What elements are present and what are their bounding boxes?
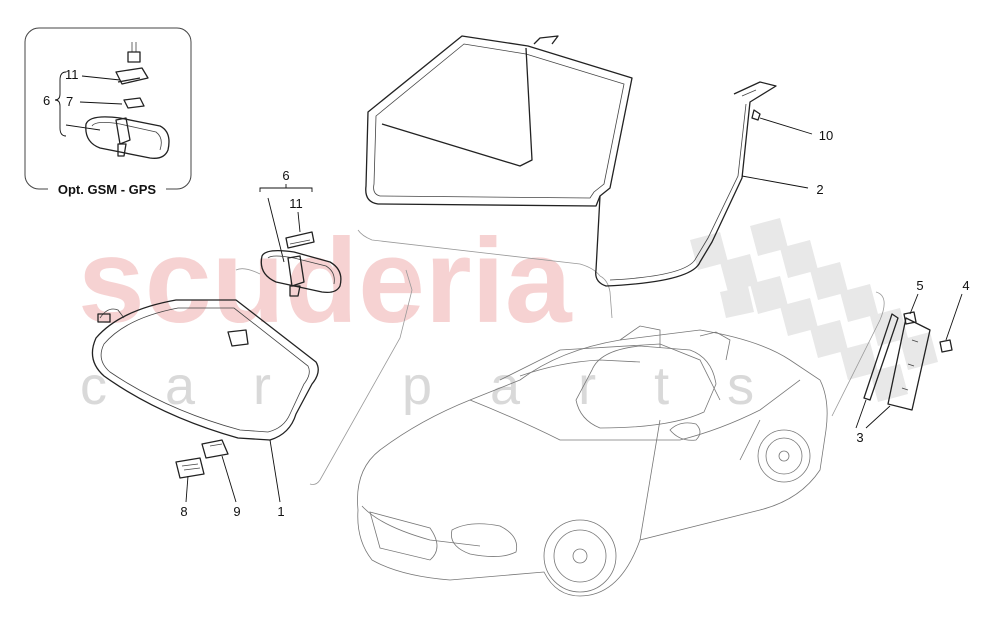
rearview-mirror-icon xyxy=(260,250,342,297)
inset-callout-11: 11 xyxy=(65,67,79,82)
inset-caption: Opt. GSM - GPS xyxy=(58,182,157,197)
watermark-main: scuderia xyxy=(78,214,573,348)
callout-10: 10 xyxy=(819,128,833,143)
callout-4: 4 xyxy=(962,278,969,293)
callout-9: 9 xyxy=(233,504,240,519)
callout-11: 11 xyxy=(289,196,303,211)
callout-5: 5 xyxy=(916,278,923,293)
bracket-8-icon xyxy=(175,457,205,479)
inset-callout-6: 6 xyxy=(43,93,50,108)
inset-clip-icon xyxy=(123,97,145,109)
mirror-connector-icon xyxy=(285,231,315,249)
door-seal-icon xyxy=(365,35,633,207)
callout-6: 6 xyxy=(282,168,289,183)
callout-2: 2 xyxy=(816,182,823,197)
inset-mirror-icon xyxy=(85,116,170,159)
mirror-group: 6 11 xyxy=(259,168,342,297)
inset-box: Opt. GSM - GPS 6 11 7 xyxy=(24,27,192,198)
checker-flag-watermark xyxy=(690,218,938,402)
inset-connector-icon xyxy=(115,42,149,85)
car-outline-icon xyxy=(357,325,828,597)
callout-3: 3 xyxy=(856,430,863,445)
watermark-sub: car parts xyxy=(80,356,812,416)
inset-callout-7: 7 xyxy=(66,94,73,109)
callout-1: 1 xyxy=(277,504,284,519)
inset-bracket xyxy=(54,71,67,137)
bracket-9-icon xyxy=(201,439,229,459)
callout-8: 8 xyxy=(180,504,187,519)
windscreen-icon xyxy=(91,299,319,441)
window-seal-icon xyxy=(595,81,777,287)
